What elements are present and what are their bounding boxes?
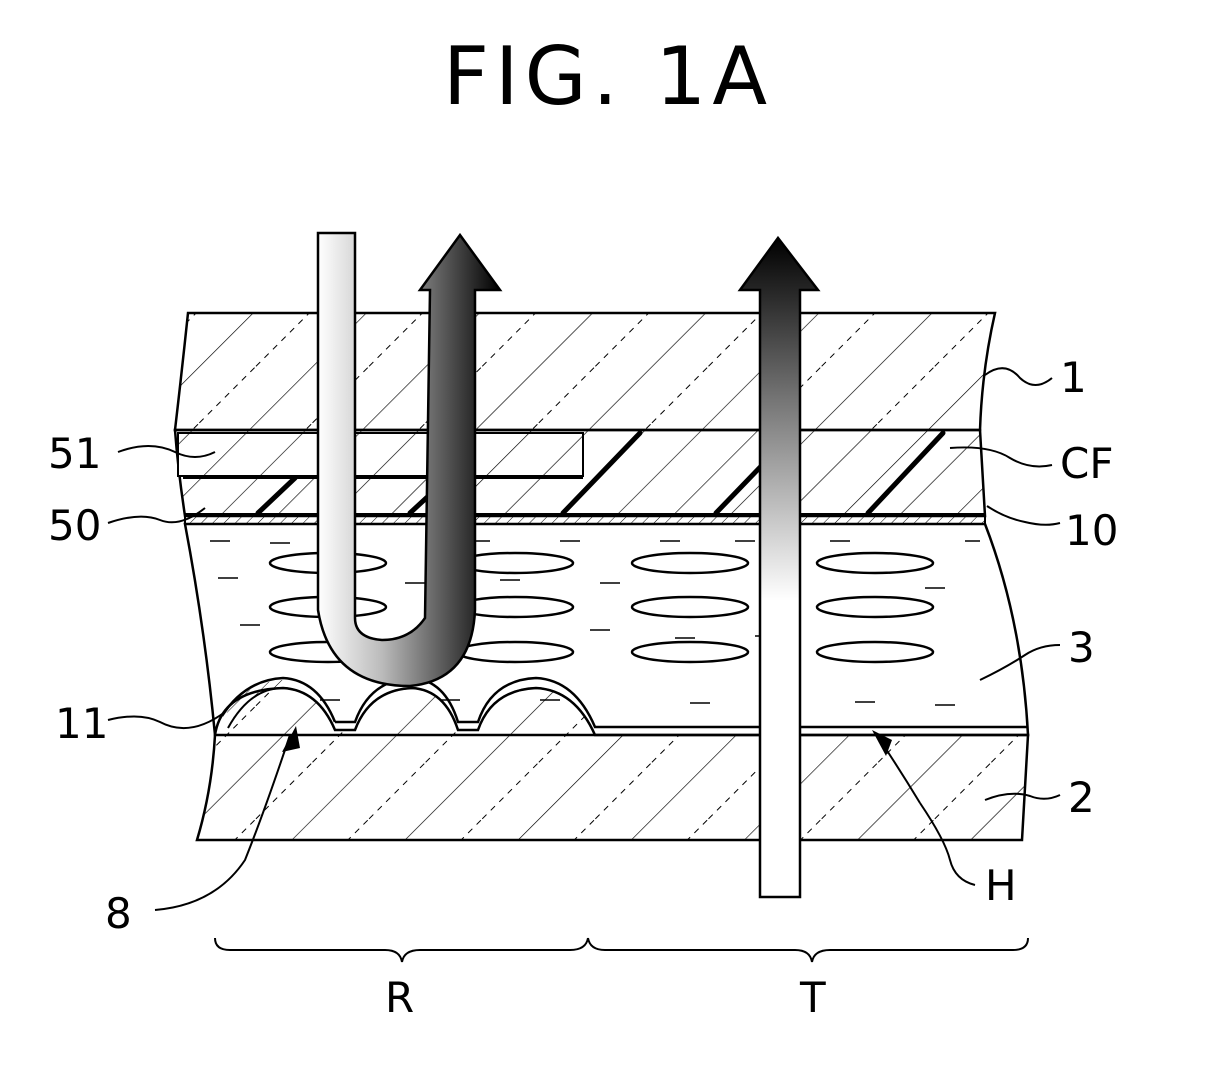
label-r: R	[385, 973, 414, 1022]
label-t: T	[799, 973, 826, 1022]
label-1: 1	[1060, 353, 1087, 402]
label-h: H	[985, 861, 1017, 910]
label-cf: CF	[1060, 439, 1113, 488]
region-braces	[215, 938, 1028, 962]
label-11: 11	[55, 699, 108, 748]
electrode-layer	[185, 514, 985, 524]
top-substrate	[175, 313, 995, 430]
label-2: 2	[1068, 773, 1095, 822]
figure-title: FIG. 1A	[0, 30, 1216, 123]
label-8: 8	[105, 889, 132, 938]
label-10: 10	[1065, 506, 1118, 555]
label-51: 51	[48, 429, 101, 478]
color-filter-layer	[175, 430, 985, 516]
label-3: 3	[1068, 623, 1095, 672]
label-50: 50	[48, 501, 101, 550]
